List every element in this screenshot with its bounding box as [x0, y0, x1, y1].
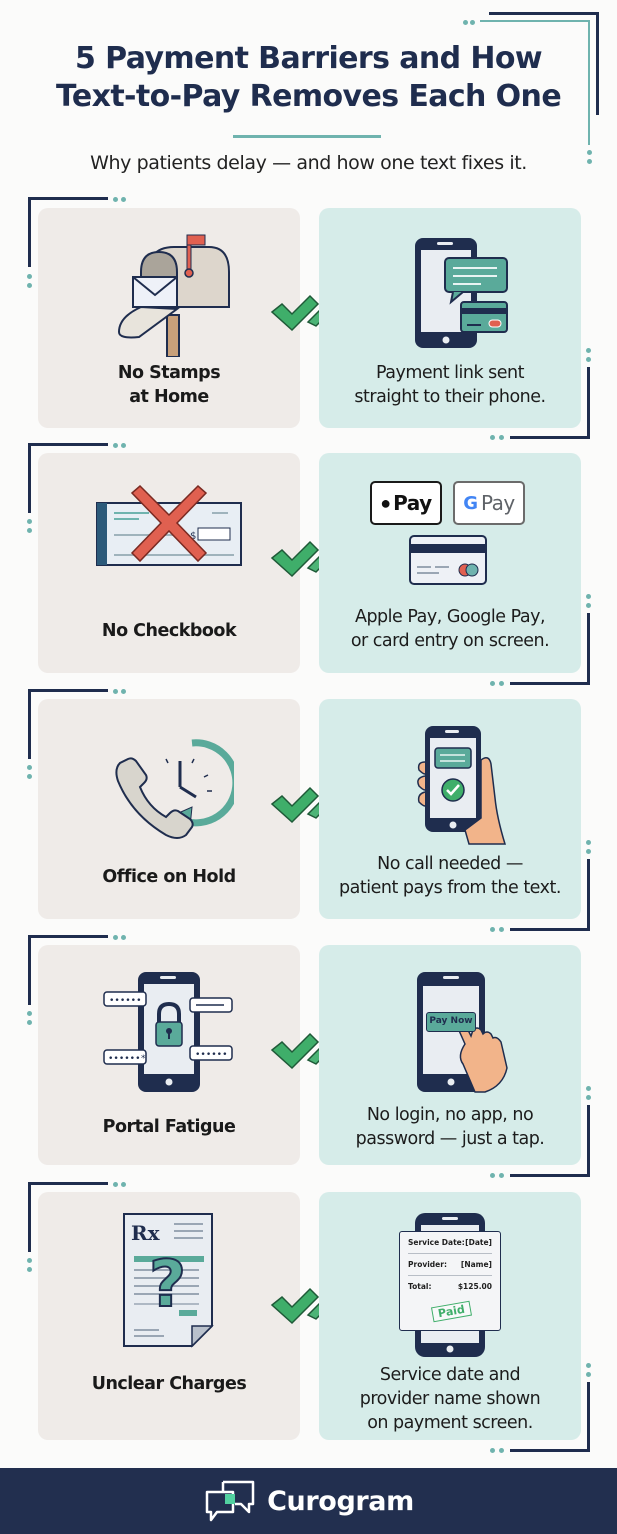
phone-lock-passwords-icon: •••••• ••••••* •••••• [38, 959, 300, 1099]
svg-text:••••••*: ••••••* [108, 1054, 146, 1064]
google-logo-icon: G [463, 492, 478, 514]
solution-description: Apple Pay, Google Pay,or card entry on s… [350, 607, 550, 651]
barrier-label: Office on Hold [102, 867, 236, 887]
apple-pay-badge: ● Pay [370, 481, 442, 525]
barrier-card-no-checkbook: $ No Checkbook [38, 453, 300, 673]
pay-now-button[interactable]: Pay Now [426, 1012, 476, 1032]
total-value: $125.00 [457, 1282, 492, 1291]
page-title: 5 Payment Barriers and How Text-to-Pay R… [0, 40, 617, 116]
hand-phone-check-icon [319, 713, 581, 853]
crossed-check-icon: $ [38, 463, 300, 603]
mailbox-icon [38, 222, 300, 362]
barrier-label: Portal Fatigue [102, 1117, 236, 1137]
total-label: Total: [408, 1282, 432, 1291]
credit-card-icon [409, 535, 487, 585]
phone-receipt-icon: Service Date: [Date] Provider: [Name] To… [319, 1210, 581, 1360]
svg-text:Rx: Rx [131, 1221, 161, 1245]
receipt-panel: Service Date: [Date] Provider: [Name] To… [399, 1231, 501, 1331]
title-line-1: 5 Payment Barriers and How [75, 41, 543, 76]
title-underline [233, 135, 381, 138]
barrier-card-office-on-hold: Office on Hold [38, 699, 300, 919]
service-date-label: Service Date: [408, 1238, 465, 1247]
wallet-pay-icon: ● Pay G Pay [319, 473, 581, 593]
svg-text:$: $ [190, 531, 196, 542]
barrier-card-portal-fatigue: •••••• ••••••* •••••• Portal Fatigue [38, 945, 300, 1165]
footer: Curogram [0, 1468, 617, 1534]
apple-logo-icon: ● [380, 493, 392, 513]
provider-label: Provider: [408, 1260, 447, 1269]
solution-card-service-details: Service Date: [Date] Provider: [Name] To… [319, 1192, 581, 1440]
subtitle: Why patients delay — and how one text fi… [90, 152, 527, 174]
google-pay-badge: G Pay [453, 481, 525, 525]
phone-message-card-icon [319, 222, 581, 362]
barrier-label: Unclear Charges [91, 1374, 247, 1394]
svg-text:••••••: •••••• [195, 1050, 228, 1060]
provider-value: [Name] [460, 1260, 492, 1269]
title-line-2: Text-to-Pay Removes Each One [55, 79, 562, 114]
phone-tap-icon: Pay Now [319, 959, 581, 1099]
barrier-card-unclear-charges: Rx ? Unclear Charges [38, 1192, 300, 1440]
solution-card-wallet-pay: ● Pay G Pay Apple Pay, Go [319, 453, 581, 673]
svg-text:••••••: •••••• [109, 996, 142, 1006]
solution-description: No call needed —patient pays from the te… [339, 854, 561, 898]
svg-text:?: ? [149, 1248, 186, 1322]
phone-clock-icon [38, 713, 300, 853]
brand-name: Curogram [267, 1485, 414, 1517]
solution-card-no-call: No call needed —patient pays from the te… [319, 699, 581, 919]
service-date-value: [Date] [465, 1238, 492, 1247]
rx-bill-question-icon: Rx ? [38, 1206, 300, 1356]
curogram-chat-logo-icon [205, 1480, 255, 1522]
barrier-label: No Checkbook [101, 621, 237, 641]
paid-stamp: Paid [430, 1300, 472, 1323]
